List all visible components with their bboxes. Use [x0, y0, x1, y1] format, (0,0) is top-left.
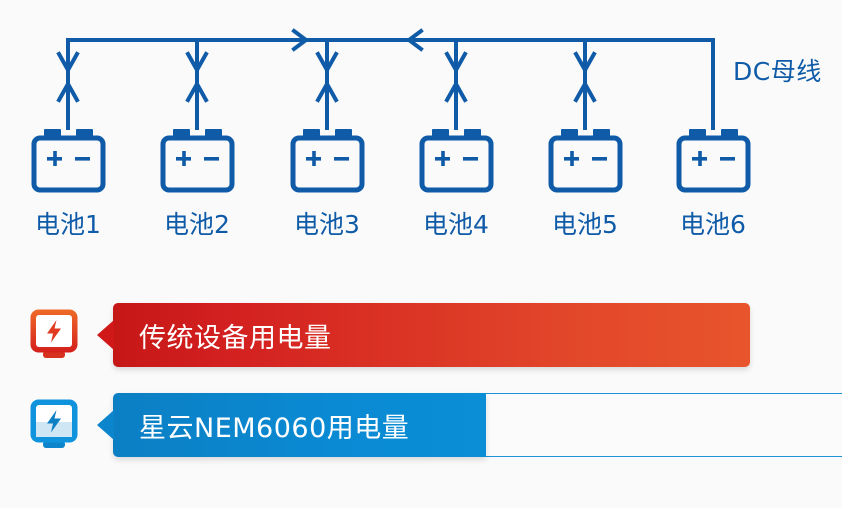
drop-arrow-up-4	[444, 79, 468, 103]
bar-track-legacy: 传统设备用电量	[97, 303, 750, 367]
battery-symbol-4	[419, 129, 494, 193]
battery-symbol-3	[290, 129, 365, 193]
battery-minus-6	[720, 157, 735, 161]
consumption-comparison: 传统设备用电量 星云NEM6060用电量	[0, 280, 842, 490]
bar-label-legacy: 传统设备用电量	[139, 322, 332, 354]
battery-symbols	[31, 129, 751, 193]
drop-arrow-up-2	[185, 79, 209, 103]
battery-body-2	[160, 135, 235, 193]
battery-plus-v-1	[53, 151, 57, 166]
dc-bus-battery-diagram: DC母线 电池1 电池2 电池3 电池4 电池5 电池6	[0, 0, 842, 250]
battery-plus-v-2	[182, 151, 186, 166]
battery-label-4: 电池4	[423, 210, 489, 239]
drop-arrow-down-3	[315, 51, 339, 75]
battery-body-5	[548, 135, 623, 193]
drop-arrow-up-3	[315, 79, 339, 103]
battery-minus-4	[463, 157, 478, 161]
bus-flow-arrow-right	[291, 28, 310, 52]
battery-symbol-1	[31, 129, 106, 193]
battery-symbol-5	[548, 129, 623, 193]
battery-label-3: 电池3	[294, 210, 360, 239]
drop-arrow-up-5	[573, 79, 597, 103]
drop-arrow-down-5	[573, 51, 597, 75]
battery-label-2: 电池2	[164, 210, 230, 239]
battery-body-1	[31, 135, 106, 193]
device-bolt-icon-red	[30, 309, 78, 358]
bus-flow-arrow-left	[405, 28, 424, 52]
bar-pointer-legacy	[97, 320, 114, 350]
bar-remainder-nem6060	[486, 393, 842, 457]
battery-symbol-6	[676, 129, 751, 193]
drop-arrow-down-2	[185, 51, 209, 75]
battery-minus-3	[334, 157, 349, 161]
battery-body-3	[290, 135, 365, 193]
bar-pointer-nem6060	[97, 410, 114, 440]
battery-body-6	[676, 135, 751, 193]
battery-plus-v-3	[312, 151, 316, 166]
bus-schematic-svg	[31, 28, 751, 193]
drop-arrow-down-1	[56, 51, 80, 75]
dc-bus-label: DC母线	[733, 57, 822, 86]
battery-plus-v-4	[441, 151, 445, 166]
battery-symbol-2	[160, 129, 235, 193]
battery-minus-2	[204, 157, 219, 161]
battery-body-4	[419, 135, 494, 193]
bar-fill-legacy: 传统设备用电量	[113, 303, 750, 367]
bar-fill-nem6060: 星云NEM6060用电量	[113, 393, 486, 457]
battery-minus-1	[75, 157, 90, 161]
comparison-row-nem6060: 星云NEM6060用电量	[0, 380, 842, 470]
battery-plus-v-5	[570, 151, 574, 166]
bar-label-nem6060: 星云NEM6060用电量	[139, 412, 410, 444]
battery-label-1: 电池1	[35, 210, 101, 239]
bar-track-nem6060: 星云NEM6060用电量	[97, 393, 842, 457]
battery-label-6: 电池6	[680, 210, 746, 239]
comparison-row-legacy: 传统设备用电量	[0, 290, 842, 380]
device-bolt-icon-blue	[30, 399, 78, 448]
battery-plus-v-6	[698, 151, 702, 166]
drop-arrow-down-4	[444, 51, 468, 75]
drop-arrow-up-1	[56, 79, 80, 103]
battery-minus-5	[592, 157, 607, 161]
battery-label-5: 电池5	[552, 210, 618, 239]
